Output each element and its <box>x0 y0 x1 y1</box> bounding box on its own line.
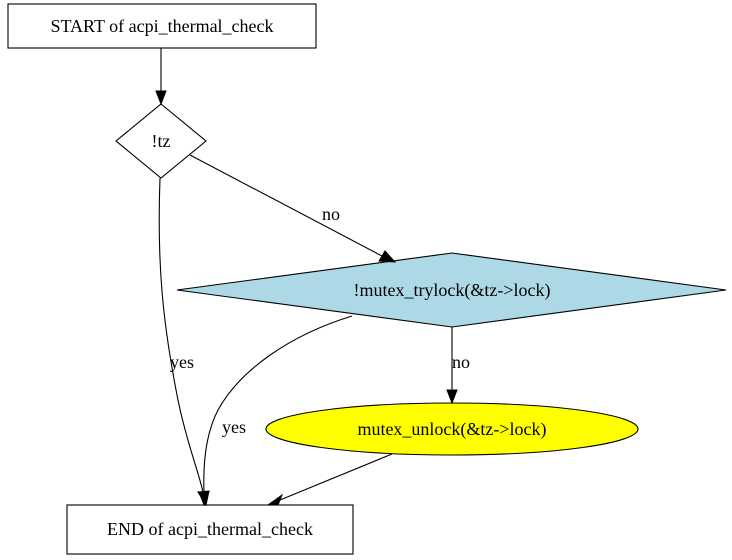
edge-check-tz-to-trylock-line <box>189 154 383 257</box>
edge-check-tz-to-trylock: no <box>189 154 397 263</box>
edge-start-to-check-tz <box>155 48 167 106</box>
edge-trylock-to-end-line <box>203 315 353 493</box>
edge-check-tz-to-end-label: yes <box>170 352 194 372</box>
start-label: START of acpi_thermal_check <box>50 16 273 36</box>
edge-trylock-to-end-label: yes <box>222 417 246 437</box>
node-start: START of acpi_thermal_check <box>7 3 317 49</box>
edge-unlock-to-end <box>266 453 393 506</box>
edge-check-tz-to-end: yes <box>158 177 210 507</box>
edge-trylock-to-unlock: no <box>446 327 470 405</box>
edge-check-tz-to-trylock-arrow <box>378 250 397 263</box>
edge-unlock-to-end-arrow <box>266 493 284 506</box>
node-unlock: mutex_unlock(&tz->lock) <box>265 402 639 456</box>
node-check-trylock: !mutex_trylock(&tz->lock) <box>176 252 727 328</box>
edge-trylock-to-unlock-label: no <box>452 352 470 372</box>
edge-start-to-check-tz-arrow <box>155 90 167 106</box>
node-check-tz: !tz <box>115 103 207 179</box>
unlock-label: mutex_unlock(&tz->lock) <box>357 419 546 440</box>
check-tz-label: !tz <box>152 131 171 151</box>
check-trylock-label: !mutex_trylock(&tz->lock) <box>353 280 550 301</box>
check-tz-diamond <box>115 103 207 179</box>
end-box <box>66 504 354 555</box>
edge-unlock-to-end-line <box>279 453 393 501</box>
edge-trylock-to-unlock-arrow <box>446 389 458 405</box>
edge-check-tz-to-trylock-label: no <box>322 204 340 224</box>
edge-check-tz-to-end-line <box>158 177 204 493</box>
edge-trylock-to-end: yes <box>198 315 353 507</box>
node-end: END of acpi_thermal_check <box>66 504 354 555</box>
edge-trylock-to-end-arrow <box>198 491 210 507</box>
end-label: END of acpi_thermal_check <box>107 519 313 539</box>
start-box <box>7 3 317 49</box>
